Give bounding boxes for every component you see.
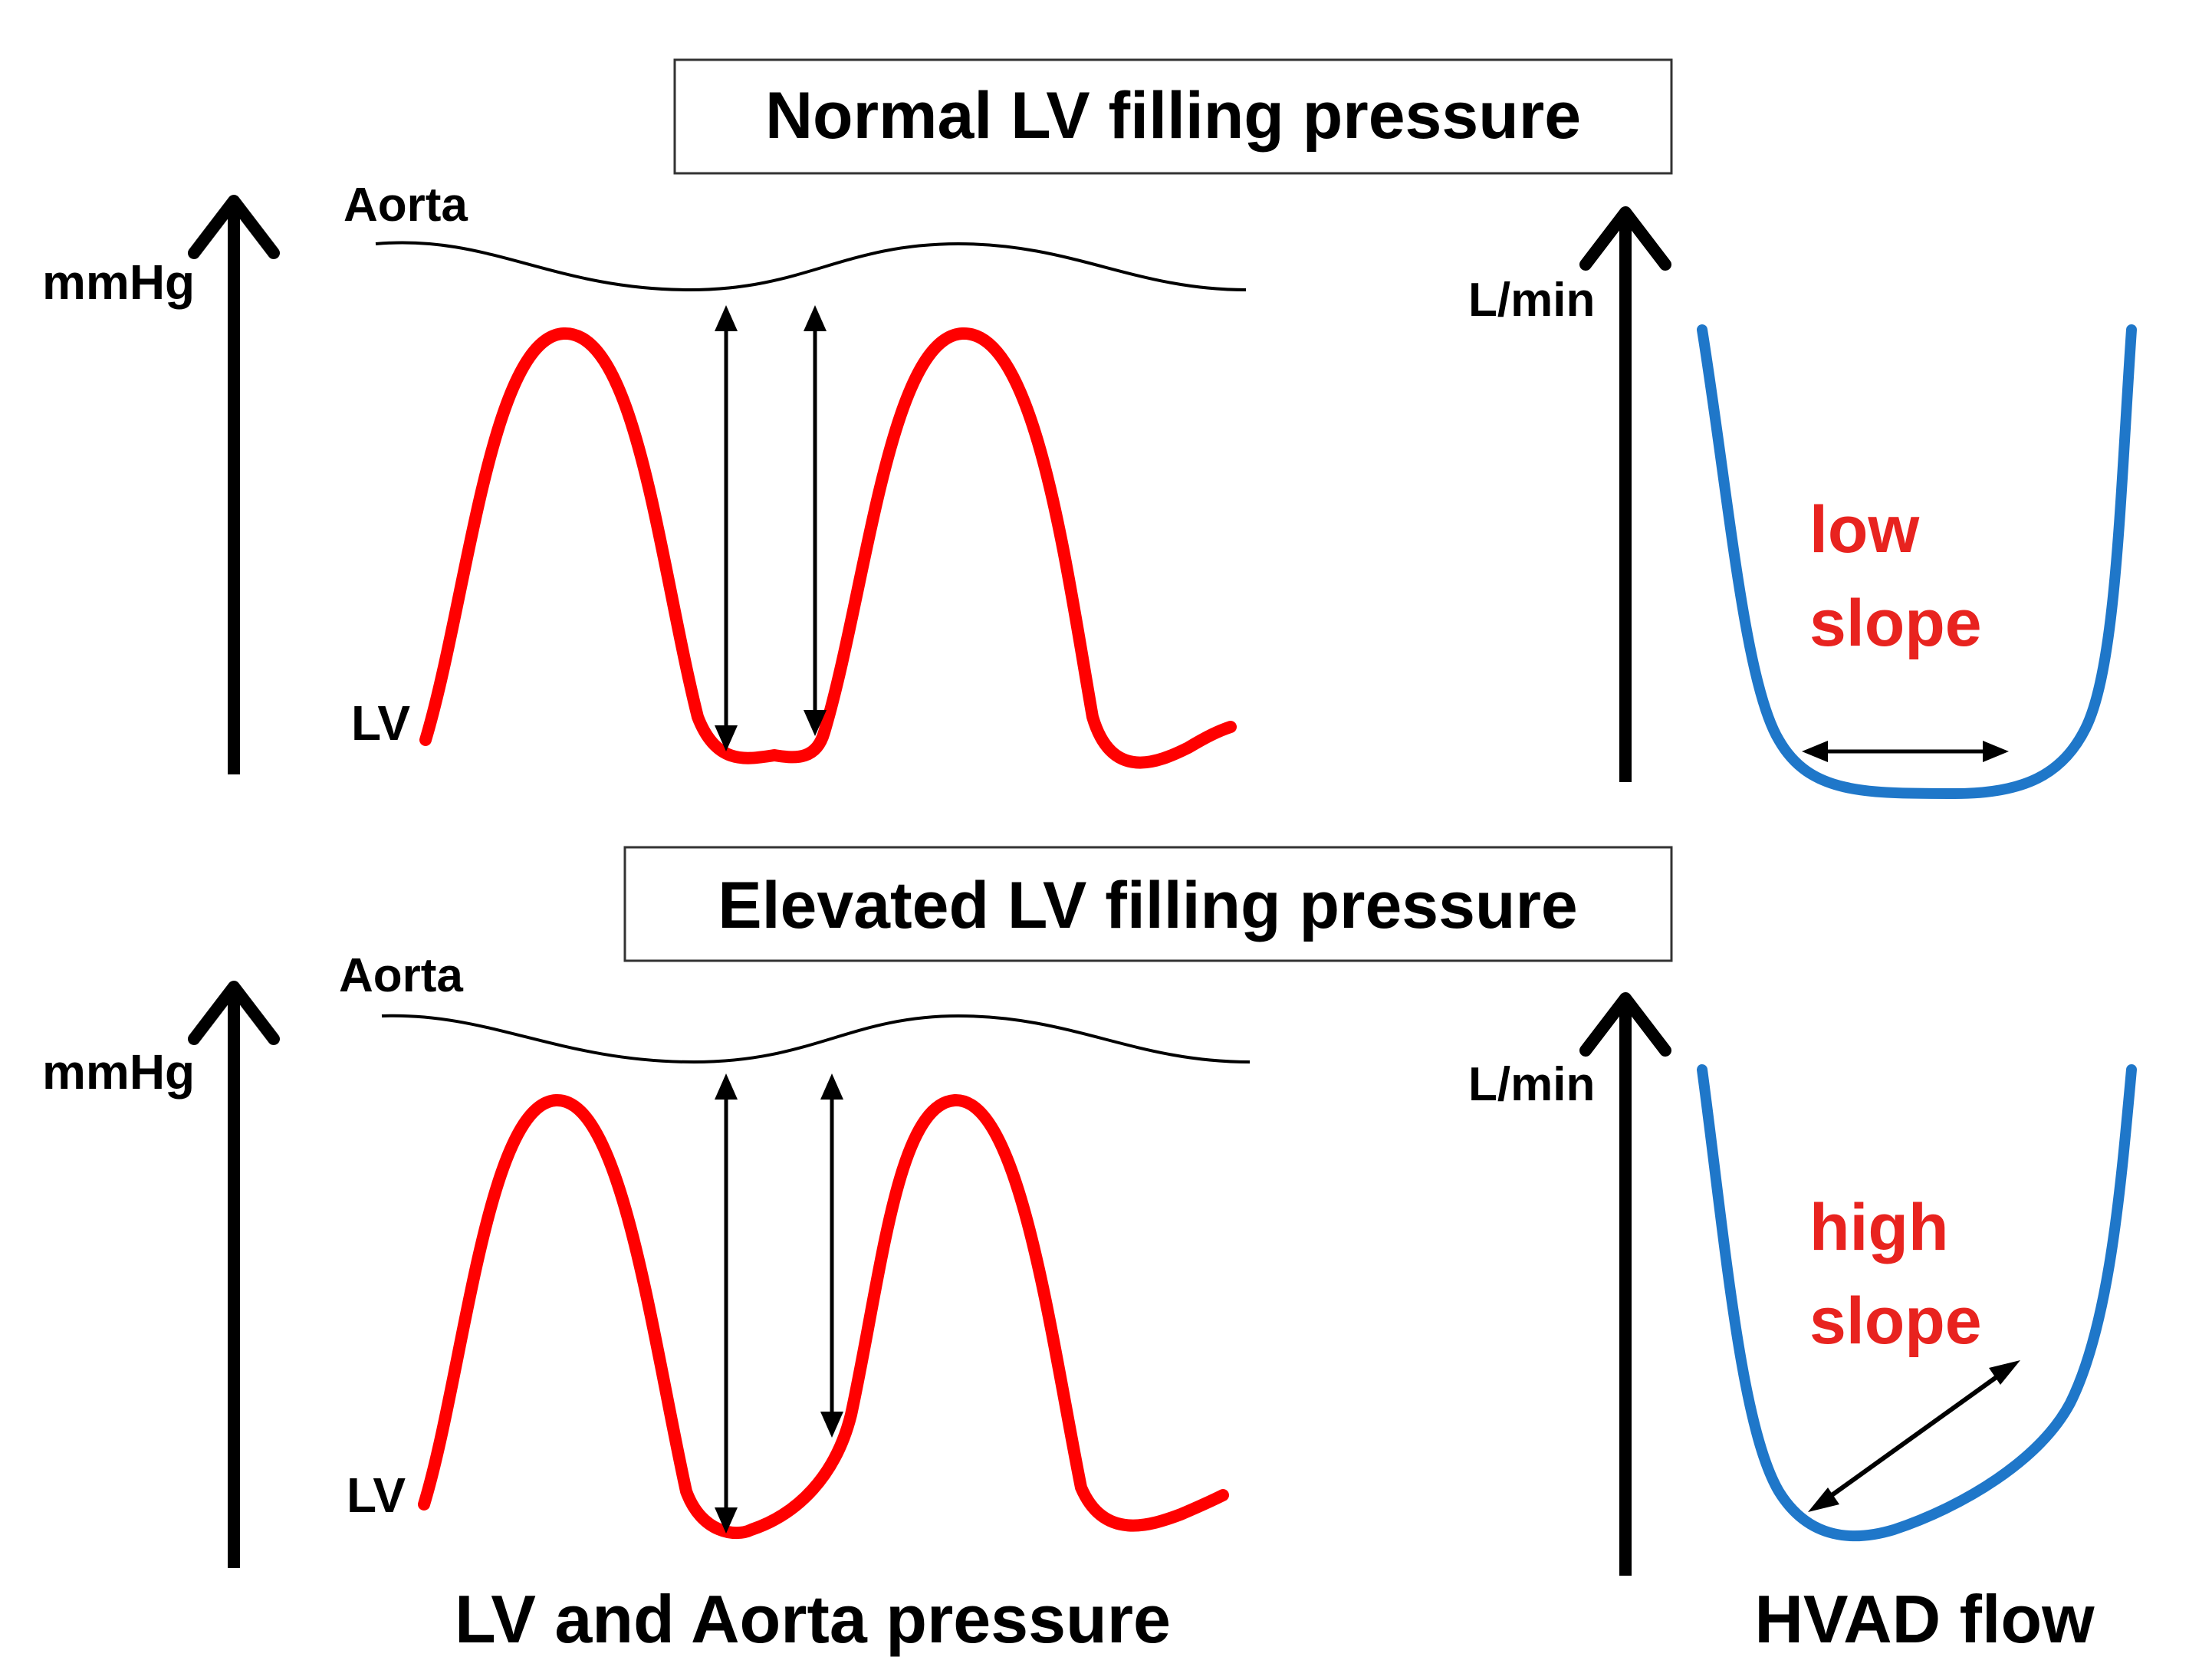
hvad-flow-curve-bottom [1697,1064,2137,1542]
flow-range-arrow-icon-top [1802,741,2009,762]
pressure-gradient-arrow-icon-top-2 [804,305,827,736]
flow-axis-arrowhead-bottom [1579,992,1671,1057]
lv-pressure-curve-top [419,327,1237,769]
aorta-pressure-curve-top [375,241,1247,292]
hvad-flow-curve-top [1697,324,2137,799]
aorta-label-bottom: Aorta [339,949,463,1002]
flow-annotation-bottom-line1: high [1809,1191,1949,1264]
pressure-gradient-arrow-icon-bottom-1 [715,1073,738,1534]
aorta-pressure-curve-bottom [381,1014,1251,1064]
pressure-axis-label-top: mmHg [42,255,195,310]
flow-plot-caption: HVAD flow [1754,1581,2095,1657]
pressure-plot-caption: LV and Aorta pressure [455,1581,1171,1657]
elevated-panel-title: Elevated LV filling pressure [718,869,1578,942]
lv-pressure-curve-bottom [418,1093,1229,1540]
flow-annotation-bottom-line2: slope [1809,1284,1982,1358]
pressure-gradient-arrow-icon-top-1 [715,305,738,751]
pressure-gradient-arrow-icon-bottom-2 [820,1073,843,1438]
flow-axis-label-top: L/min [1468,274,1595,327]
aorta-label-top: Aorta [343,179,468,232]
normal-title-box [673,58,1673,175]
pressure-axis-arrowhead-top [188,195,280,259]
flow-range-arrow-icon-bottom [1808,1360,2020,1512]
normal-panel: Normal LV filling pressure mmHg Aorta LV… [42,58,2137,799]
lv-label-bottom: LV [347,1468,406,1523]
flow-annotation-top-line1: low [1809,493,1920,567]
pressure-axis-label-bottom: mmHg [42,1044,195,1100]
normal-panel-title: Normal LV filling pressure [765,79,1581,153]
flow-axis-arrowhead-top [1579,206,1671,271]
elevated-title-box [623,846,1673,962]
flow-annotation-top-line2: slope [1809,587,1982,660]
elevated-panel: Elevated LV filling pressure mmHg Aorta … [42,846,2137,1576]
lv-label-top: LV [351,695,410,751]
pressure-axis-arrowhead-bottom [188,981,280,1045]
flow-axis-label-bottom: L/min [1468,1058,1595,1111]
